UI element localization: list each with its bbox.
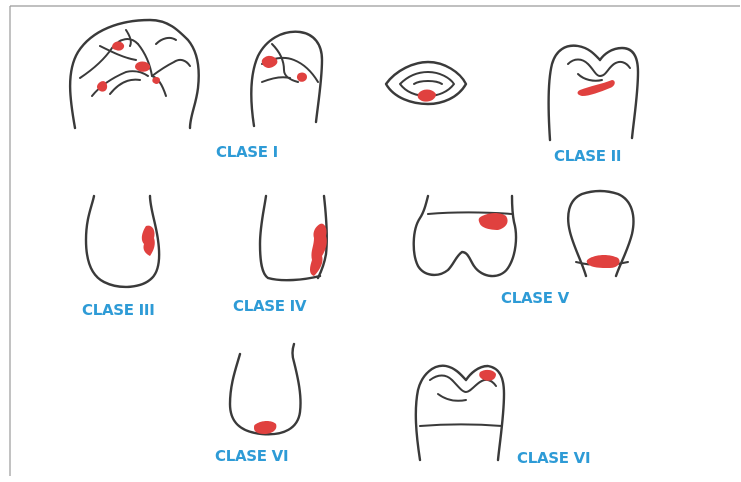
class-1-pit-caries xyxy=(418,90,436,102)
label-clase-vi-right: CLASE VI xyxy=(517,449,590,467)
class-1-premolar xyxy=(251,32,322,126)
label-clase-iii: CLASE III xyxy=(82,301,155,319)
class-3-anterior xyxy=(86,196,159,287)
class-4-anterior xyxy=(260,196,327,280)
class-1-pit-view xyxy=(386,62,466,104)
class-5-molar-caries xyxy=(479,213,508,230)
class-1-molar-occlusal xyxy=(70,20,199,128)
class-5-incisor-caries xyxy=(587,255,620,268)
class-6-molar xyxy=(416,366,504,460)
label-clase-i: CLASE I xyxy=(216,143,278,161)
class-1-premolar-caries-2 xyxy=(297,73,307,82)
label-clase-ii: CLASE II xyxy=(554,147,621,165)
class-3-caries xyxy=(142,226,155,256)
class-2-caries xyxy=(578,80,615,96)
class-1-caries-spot-1 xyxy=(112,41,124,50)
class-6-incisor xyxy=(230,344,301,434)
label-clase-iv: CLASE IV xyxy=(233,297,306,315)
class-2-molar xyxy=(549,46,638,140)
class-6-incisor-caries xyxy=(254,421,276,434)
class-5-molar xyxy=(414,196,516,276)
class-1-caries-spot-4 xyxy=(152,77,160,84)
label-clase-v: CLASE V xyxy=(501,289,569,307)
class-5-incisor xyxy=(568,191,633,276)
class-4-caries xyxy=(310,224,327,276)
label-clase-vi-left: CLASE VI xyxy=(215,447,288,465)
class-6-molar-caries xyxy=(479,370,496,381)
